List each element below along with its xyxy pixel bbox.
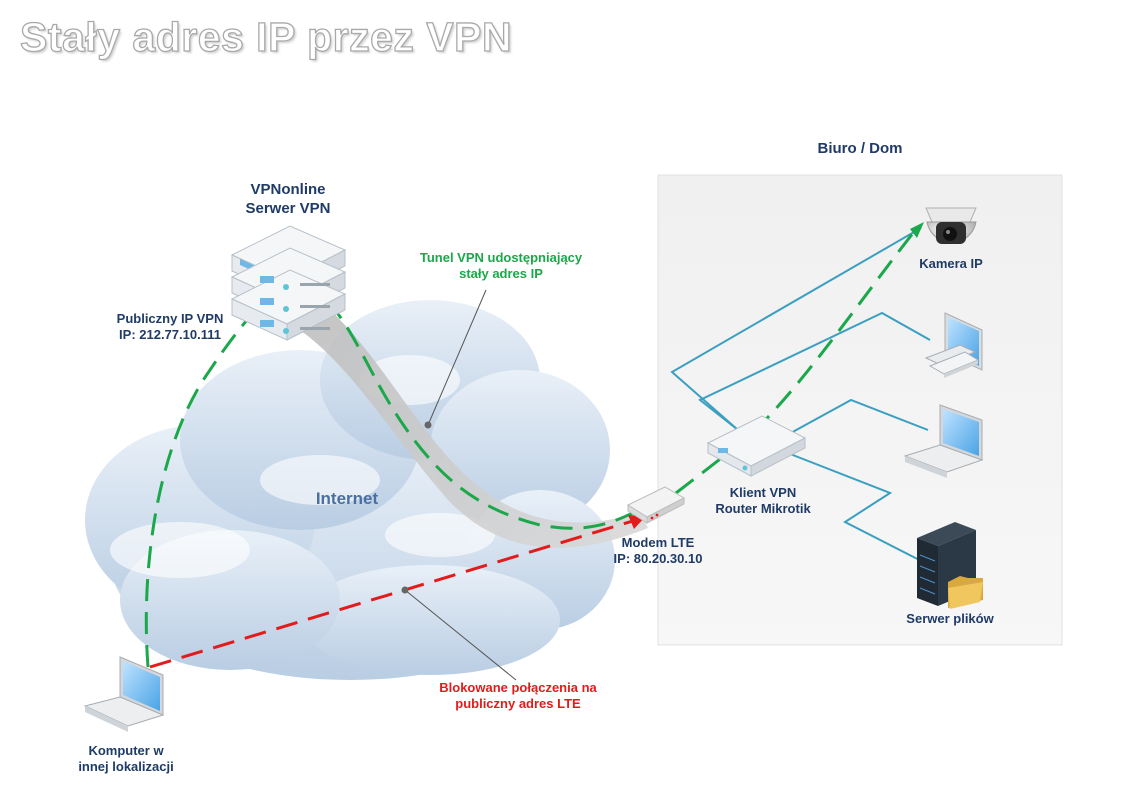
lte-modem-icon: [626, 486, 686, 524]
modem-name: Modem LTE: [621, 535, 695, 550]
modem-label: Modem LTE IP: 80.20.30.10: [614, 535, 703, 567]
vpn-server-label: VPNonline Serwer VPN: [245, 180, 330, 218]
lan-links: [670, 227, 936, 569]
tunnel-leader: [427, 289, 487, 426]
camera-arrowhead: [910, 222, 924, 238]
blocked-label-line1: Blokowane połączenia na: [439, 680, 597, 695]
tunnel-label: Tunel VPN udostępniający stały adres IP: [420, 250, 582, 282]
camera-icon: [925, 207, 977, 244]
blocked-label-line2: publiczny adres LTE: [455, 696, 581, 711]
folder-icon: [948, 576, 983, 609]
blocked-leader: [404, 589, 517, 681]
computer-label: Komputer w innej lokalizacji: [78, 743, 173, 775]
blocked-label: Blokowane połączenia na publiczny adres …: [439, 680, 597, 712]
page-title: Stały adres IP przez VPN: [19, 13, 513, 60]
office-title: Biuro / Dom: [817, 140, 903, 157]
blocked-leader-dot: [401, 586, 409, 594]
blocked-path: [149, 518, 637, 669]
computer-label-line2: innej lokalizacji: [78, 759, 174, 774]
computer-to-server-path: [144, 281, 291, 668]
router-name: Router Mikrotik: [715, 501, 811, 516]
internet-label: Internet: [315, 489, 379, 508]
cloud-highlights: [110, 355, 495, 578]
remote-laptop-icon: [83, 656, 165, 732]
router-role: Klient VPN: [729, 485, 797, 500]
tunnel-label-line2: stały adres IP: [459, 266, 543, 281]
desktop-computer-icon: [924, 312, 983, 378]
public-ip-label: Publiczny IP VPN IP: 212.77.10.111: [117, 311, 224, 343]
tunnel-label-line1: Tunel VPN udostępniający: [419, 250, 583, 265]
office-panel: [657, 174, 1063, 646]
public-ip-title: Publiczny IP VPN: [116, 311, 224, 326]
router-label: Klient VPN Router Mikrotik: [715, 485, 810, 517]
router-icon: [706, 415, 807, 477]
tunnel-leader-dot: [424, 421, 432, 429]
file-server-label: Serwer plików: [906, 611, 994, 626]
vpn-tunnel-path: [299, 281, 645, 530]
office-laptop-icon: [903, 404, 984, 478]
camera-label: Kamera IP: [919, 256, 983, 271]
modem-ip: IP: 80.20.30.10: [613, 551, 703, 566]
file-server-icon: [917, 522, 983, 609]
vpn-server-role: Serwer VPN: [245, 200, 331, 217]
computer-label-line1: Komputer w: [88, 743, 164, 758]
public-ip-value: IP: 212.77.10.111: [119, 327, 221, 342]
vpn-server-name: VPNonline: [250, 181, 326, 198]
vpn-server-icon: [230, 225, 347, 341]
